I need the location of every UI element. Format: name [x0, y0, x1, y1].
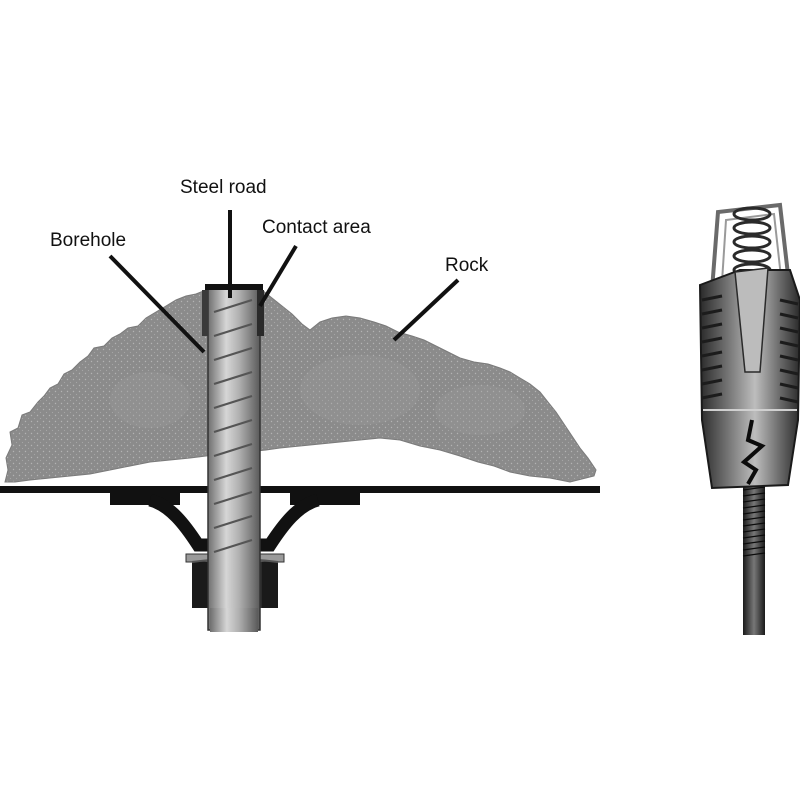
label-contact-area: Contact area — [262, 217, 371, 238]
leader-borehole — [108, 254, 206, 354]
bail-wire-inner — [721, 212, 783, 287]
rock-texture — [110, 372, 190, 428]
label-rock: Rock — [445, 255, 489, 276]
borehole-wall — [202, 290, 208, 336]
expansion-shell-anchor-photo — [698, 202, 800, 635]
rod-ribs — [213, 298, 253, 554]
shell-ridges — [701, 294, 799, 404]
rock-mass — [4, 289, 597, 483]
label-steel-rod: Steel road — [180, 177, 267, 198]
label-borehole: Borehole — [50, 230, 126, 251]
spring-coil — [732, 206, 772, 278]
shell-slot — [740, 419, 766, 485]
rod-top-cap — [205, 284, 263, 290]
steel-rod — [207, 287, 261, 631]
contact-area-strip — [257, 290, 264, 336]
rod-tail — [210, 608, 258, 632]
rock-texture — [300, 355, 420, 425]
leader-contact-area — [258, 244, 298, 308]
bearing-plate — [0, 486, 600, 493]
rock-texture — [435, 385, 525, 435]
wedge-cone — [734, 267, 769, 373]
leader-rock — [392, 278, 460, 342]
rock-bolt-diagram: Steel road Borehole Contact area Rock — [0, 177, 600, 632]
anchor-rod-threads — [742, 486, 766, 557]
